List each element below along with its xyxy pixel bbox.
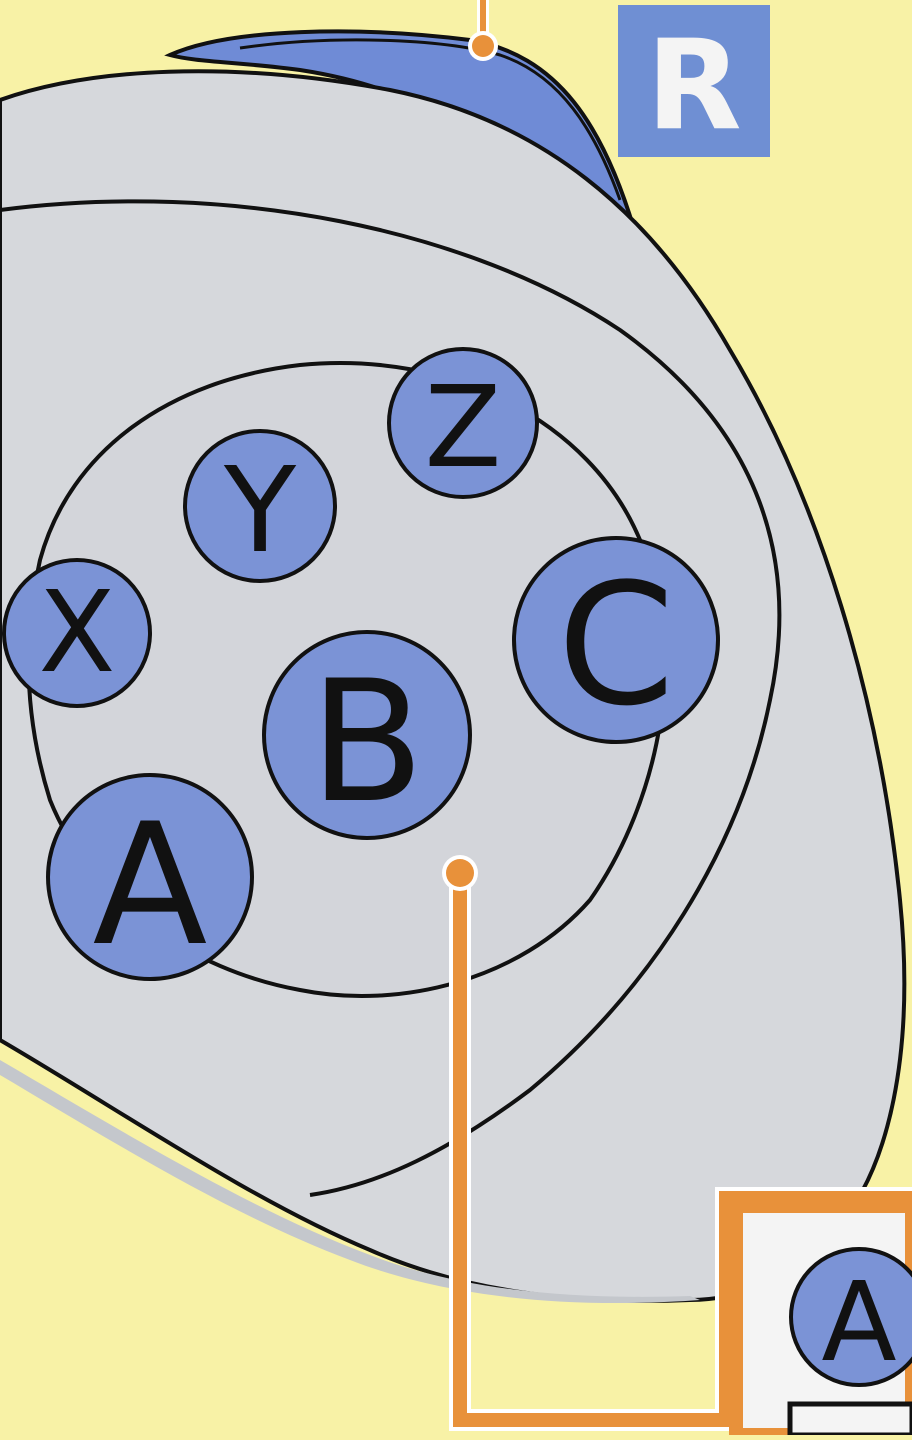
button-y[interactable]: Y	[185, 431, 335, 581]
button-z-label: Z	[425, 363, 502, 493]
callout-button-a-label: A	[821, 1258, 896, 1386]
shoulder-badge-label: R	[646, 14, 741, 158]
button-x-label: X	[39, 568, 116, 698]
button-a[interactable]: A	[48, 775, 252, 983]
shoulder-badge-r: R	[618, 5, 770, 158]
button-b[interactable]: B	[264, 632, 470, 840]
callout-button-a: A	[791, 1249, 912, 1386]
button-a-label: A	[93, 787, 208, 983]
callout-panel: A	[736, 1206, 912, 1435]
button-c-label: C	[557, 547, 674, 743]
button-c[interactable]: C	[514, 538, 718, 743]
callout-text-box	[790, 1404, 912, 1435]
button-y-label: Y	[223, 441, 297, 579]
button-x[interactable]: X	[4, 560, 150, 706]
button-z[interactable]: Z	[389, 349, 537, 497]
button-b-label: B	[309, 644, 424, 840]
